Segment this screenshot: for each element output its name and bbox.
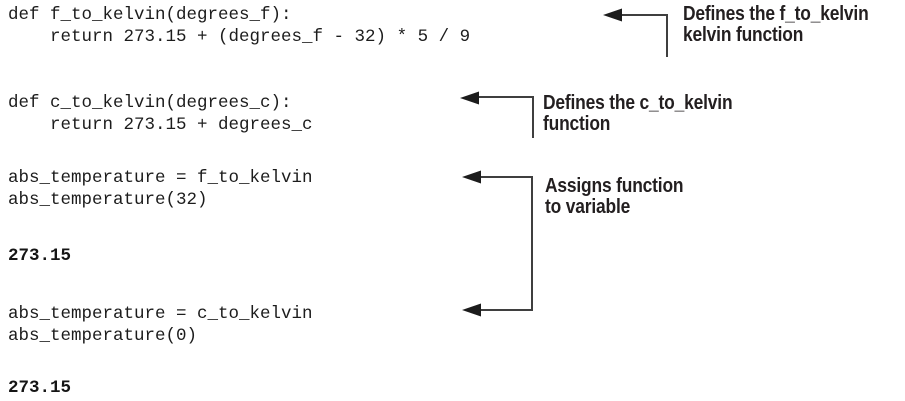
code-line-def-c-to-kelvin: def c_to_kelvin(degrees_c): [8,93,292,113]
code-line-return-c: return 273.15 + degrees_c [8,115,313,135]
arrow-left-icon [462,303,481,317]
arrow-left-icon [603,8,622,22]
annotation-line: Defines the c_to_kelvin [543,92,733,114]
code-output-2: 273.15 [8,378,72,398]
code-output-1: 273.15 [8,246,72,266]
annotation-defines-c-to-kelvin: Defines the c_to_kelvin function [543,93,761,135]
annotation-connector-c-to-kelvin [478,96,534,138]
annotation-line: to variable [545,196,631,218]
annotation-assigns-function: Assigns function to variable [545,176,704,218]
annotation-connector-assigns [480,176,533,311]
code-line-return-f: return 273.15 + (degrees_f - 32) * 5 / 9 [8,27,471,47]
code-line-assign-c: abs_temperature = c_to_kelvin [8,304,313,324]
annotation-defines-f-to-kelvin: Defines the f_to_kelvin kelvin function [683,4,896,46]
annotation-line: kelvin function [683,24,804,46]
code-line-assign-f: abs_temperature = f_to_kelvin [8,168,313,188]
code-line-call-32: abs_temperature(32) [8,190,208,210]
annotation-line: Assigns function [545,175,684,197]
arrow-left-icon [462,170,481,184]
annotation-line: Defines the f_to_kelvin [683,3,869,25]
code-line-def-f-to-kelvin: def f_to_kelvin(degrees_f): [8,5,292,25]
code-line-call-0: abs_temperature(0) [8,326,198,346]
annotation-line: function [543,113,611,135]
arrow-left-icon [460,91,479,105]
annotation-connector-f-to-kelvin [611,14,668,57]
